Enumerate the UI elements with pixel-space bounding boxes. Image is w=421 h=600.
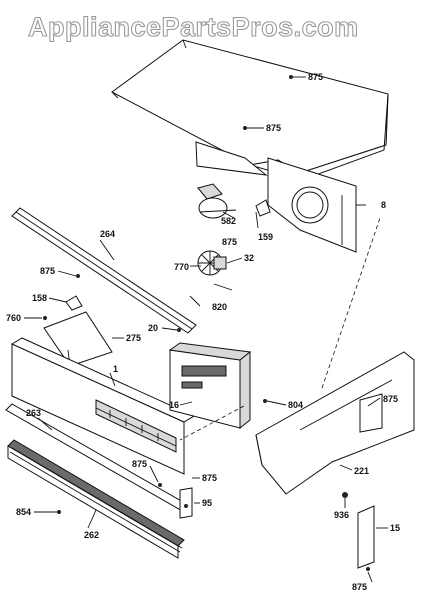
part-label-8: 8 [381, 200, 386, 210]
part-label-875: 875 [40, 266, 55, 276]
control-rail [11, 207, 197, 334]
control-panel [10, 337, 196, 475]
part-label-875: 875 [383, 394, 398, 404]
part-label-936: 936 [334, 510, 349, 520]
vent-trim [5, 403, 191, 559]
part-label-770: 770 [174, 262, 189, 272]
part-label-760: 760 [6, 313, 21, 323]
rear-panel [267, 157, 357, 253]
part-label-263: 263 [26, 408, 41, 418]
part-label-875: 875 [222, 237, 237, 247]
part-label-854: 854 [16, 507, 31, 517]
part-label-221: 221 [354, 466, 369, 476]
part-labels: 875 875 8 582 159 875 32 770 820 264 875… [6, 72, 400, 592]
part-label-158: 158 [32, 293, 47, 303]
part-label-275: 275 [126, 333, 141, 343]
part-label-95: 95 [202, 498, 212, 508]
leader-lines [24, 76, 388, 583]
part-label-582: 582 [221, 216, 236, 226]
small-bracket [57, 328, 348, 519]
side-panel [255, 351, 415, 495]
part-label-15: 15 [390, 523, 400, 533]
part-label-32: 32 [244, 253, 254, 263]
part-label-875: 875 [202, 473, 217, 483]
top-cover-panel [111, 39, 389, 181]
part-label-159: 159 [258, 232, 273, 242]
part-label-264: 264 [100, 229, 115, 239]
part-label-875: 875 [352, 582, 367, 592]
side-bracket [357, 505, 375, 571]
part-label-804: 804 [288, 400, 303, 410]
part-label-875: 875 [266, 123, 281, 133]
part-label-262: 262 [84, 530, 99, 540]
part-label-875: 875 [132, 459, 147, 469]
part-label-820: 820 [212, 302, 227, 312]
part-label-1: 1 [113, 364, 118, 374]
watermark-text: AppliancePartsPros.com [28, 12, 359, 42]
fan-motor-assembly [197, 183, 271, 291]
part-label-16: 16 [169, 400, 179, 410]
part-label-875: 875 [308, 72, 323, 82]
part-label-20: 20 [148, 323, 158, 333]
electronic-control-board [168, 342, 252, 430]
